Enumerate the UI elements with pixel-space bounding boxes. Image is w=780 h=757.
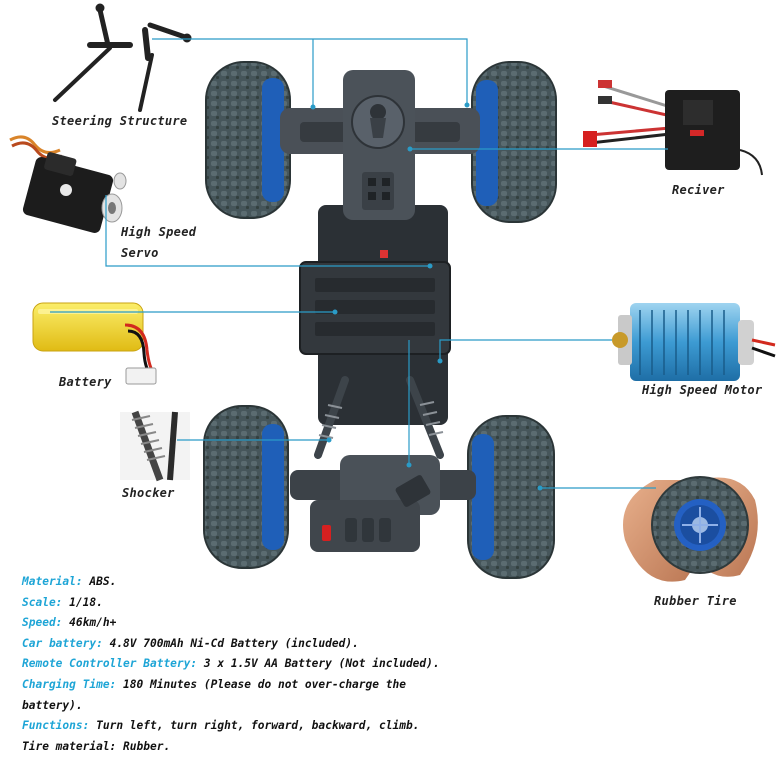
receiver-label: Reciver <box>672 183 725 197</box>
front-right-tire <box>471 61 557 223</box>
spec-key: Car battery: <box>22 636 103 650</box>
servo-image <box>9 135 127 233</box>
tire-in-hand-image <box>623 476 758 582</box>
motor-label: High Speed Motor <box>642 383 763 397</box>
specifications-list: Material: ABS. Scale: 1/18. Speed: 46km/… <box>22 572 442 757</box>
servo-label-line2: Servo <box>121 246 159 260</box>
spec-value: 180 Minutes (Please do not over-charge t… <box>22 677 406 712</box>
servo-label-line1: High Speed <box>121 225 197 239</box>
spec-value: Turn left, turn right, forward, backward… <box>96 719 420 733</box>
callout-dots <box>310 102 543 491</box>
rc-car-image <box>203 61 557 579</box>
spec-value: ABS. <box>89 575 117 588</box>
steering-structure-label: Steering Structure <box>52 114 188 128</box>
spec-charging-time: Charging Time: 180 Minutes (Please do no… <box>22 675 442 716</box>
spec-scale: Scale: 1/18. <box>22 593 442 614</box>
spec-speed: Speed: 46km/h+ <box>22 613 442 634</box>
motor-image <box>612 303 776 381</box>
spec-value: 46km/h+ <box>69 616 117 630</box>
spec-key: Scale: <box>22 595 63 609</box>
spec-tire-material: Tire material: Rubber. <box>22 737 442 757</box>
steering-gearbox <box>343 70 415 220</box>
spec-value: 1/18. <box>69 595 103 609</box>
rubber-tire-label: Rubber Tire <box>654 594 737 608</box>
rear-left-tire <box>203 405 289 569</box>
front-left-tire <box>205 61 291 219</box>
shocker-image <box>120 410 190 482</box>
receiver-image <box>583 80 763 176</box>
spec-value: 4.8V 700mAh Ni-Cd Battery (included). <box>109 636 359 650</box>
battery-label: Battery <box>59 375 112 389</box>
spec-value: 3 x 1.5V AA Battery (Not included). <box>203 657 440 671</box>
spec-remote-battery: Remote Controller Battery: 3 x 1.5V AA B… <box>22 654 442 675</box>
spec-key: Material: <box>22 575 83 588</box>
battery-cover <box>299 261 451 355</box>
spec-key: Speed: <box>22 616 63 630</box>
spec-value: Tire material: Rubber. <box>22 739 171 753</box>
rear-right-tire <box>467 415 555 579</box>
steering-structure-image <box>53 3 192 112</box>
callout-lines <box>50 38 668 489</box>
spec-key: Remote Controller Battery: <box>22 657 198 671</box>
spec-car-battery: Car battery: 4.8V 700mAh Ni-Cd Battery (… <box>22 634 442 655</box>
battery-image <box>32 302 157 385</box>
spec-key: Functions: <box>22 719 90 733</box>
spec-material: Material: ABS. <box>22 572 442 593</box>
spec-functions: Functions: Turn left, turn right, forwar… <box>22 716 442 737</box>
spec-key: Charging Time: <box>22 677 117 691</box>
shocker-label: Shocker <box>122 486 175 500</box>
